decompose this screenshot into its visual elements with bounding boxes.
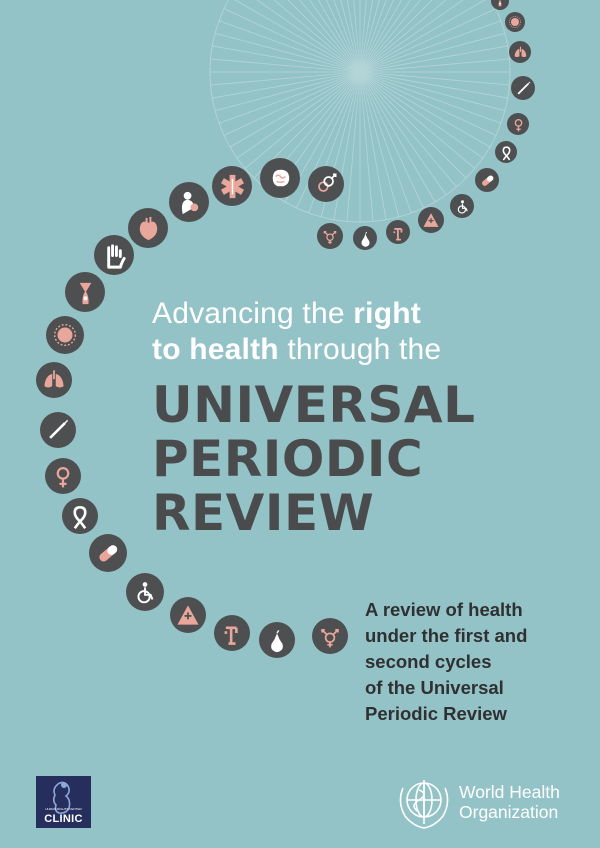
who-line-2: Organization xyxy=(459,802,559,822)
pill-icon xyxy=(89,534,127,572)
virus-icon xyxy=(505,12,525,32)
breastfeeding-icon xyxy=(169,182,209,222)
ribbon-icon xyxy=(62,498,98,534)
title-big-line-1: UNIVERSAL xyxy=(152,376,476,434)
hand-icon xyxy=(94,235,134,275)
wheelchair-icon xyxy=(450,194,474,218)
gender-symbol-icon xyxy=(308,166,344,202)
transgender-icon xyxy=(317,223,343,249)
syringe-icon xyxy=(511,76,535,100)
pear-icon xyxy=(353,226,377,250)
clinic-small-text: HUMAN RIGHTS CENTER xyxy=(45,807,82,811)
brain-icon xyxy=(260,158,300,198)
title-block: Advancing the right to health through th… xyxy=(152,296,592,540)
clinic-logo: HUMAN RIGHTS CENTER CLINIC xyxy=(36,776,91,828)
ribbon-icon xyxy=(495,141,517,163)
title-big-line-2: PERIODIC xyxy=(152,430,424,488)
condom-icon xyxy=(65,272,105,312)
warning-triangle-icon xyxy=(170,597,206,633)
clinic-word: CLINIC xyxy=(44,813,83,825)
title-line-1: Advancing the right xyxy=(152,297,421,330)
subtitle-line: Periodic Review xyxy=(365,703,507,724)
lungs-icon xyxy=(36,362,72,398)
who-emblem-icon xyxy=(399,780,449,829)
warning-triangle-icon xyxy=(418,207,444,233)
title-line-2: to health through the xyxy=(152,333,442,366)
medical-star-icon xyxy=(212,166,252,206)
wheelchair-icon xyxy=(126,573,164,611)
title-big-line-3: REVIEW xyxy=(152,484,375,542)
lungs-icon xyxy=(509,41,531,63)
subtitle-line: of the Universal xyxy=(365,677,504,698)
virus-icon xyxy=(46,316,84,354)
condom-icon xyxy=(491,0,509,10)
female-symbol-icon xyxy=(45,458,81,494)
subtitle: A review of health under the first and s… xyxy=(365,597,595,727)
transgender-icon xyxy=(312,618,348,654)
subtitle-line: second cycles xyxy=(365,651,492,672)
pill-icon xyxy=(475,168,499,192)
syringe-icon xyxy=(40,412,76,448)
water-pump-icon xyxy=(214,615,250,651)
clinic-figure-icon xyxy=(52,781,71,814)
pear-icon xyxy=(259,622,295,658)
water-pump-icon xyxy=(386,220,410,244)
subtitle-line: under the first and xyxy=(365,625,528,646)
who-wordmark: World Health Organization xyxy=(459,782,560,822)
subtitle-line: A review of health xyxy=(365,599,523,620)
who-line-1: World Health xyxy=(459,782,560,802)
heart-organ-icon xyxy=(128,208,168,248)
female-symbol-icon xyxy=(507,113,529,135)
